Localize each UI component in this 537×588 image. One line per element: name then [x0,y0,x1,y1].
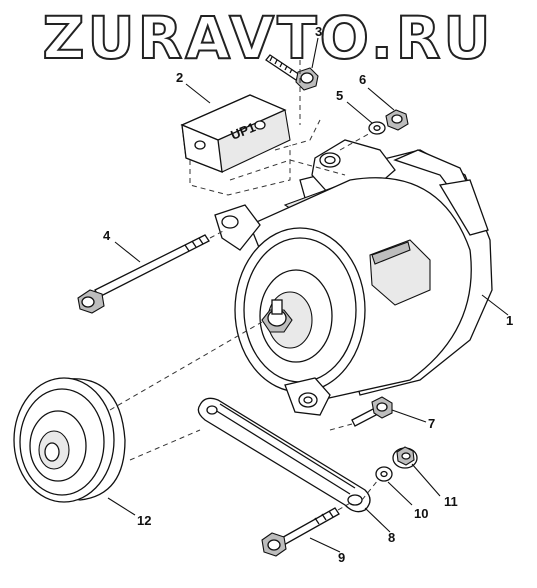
flanged-nut-lower [392,446,418,469]
callout-1: 1 [506,313,513,328]
watermark-text: ZURAVTO.RU [42,4,493,72]
adjusting-strap [197,397,371,513]
callouts: 1 2 3 4 5 6 7 8 9 10 11 12 [103,24,513,565]
washer-small-top [368,121,386,135]
small-bolt-right [351,396,393,427]
callout-10: 10 [414,506,428,521]
callout-7: 7 [428,416,435,431]
callout-5: 5 [336,88,343,103]
alternator-body [214,139,493,416]
callout-2: 2 [176,70,183,85]
callout-8: 8 [388,530,395,545]
pulley [13,377,126,503]
callout-6: 6 [359,72,366,87]
bolt-lower [261,507,340,557]
callout-9: 9 [338,550,345,565]
long-through-bolt [77,234,210,314]
callout-12: 12 [137,513,151,528]
mounting-bracket: UP1 [180,94,291,174]
callout-3: 3 [315,24,322,39]
callout-11: 11 [444,494,458,509]
nut-top [385,109,409,131]
washer-lower [375,466,393,482]
callout-4: 4 [103,228,111,243]
upper-bolt [265,54,319,91]
